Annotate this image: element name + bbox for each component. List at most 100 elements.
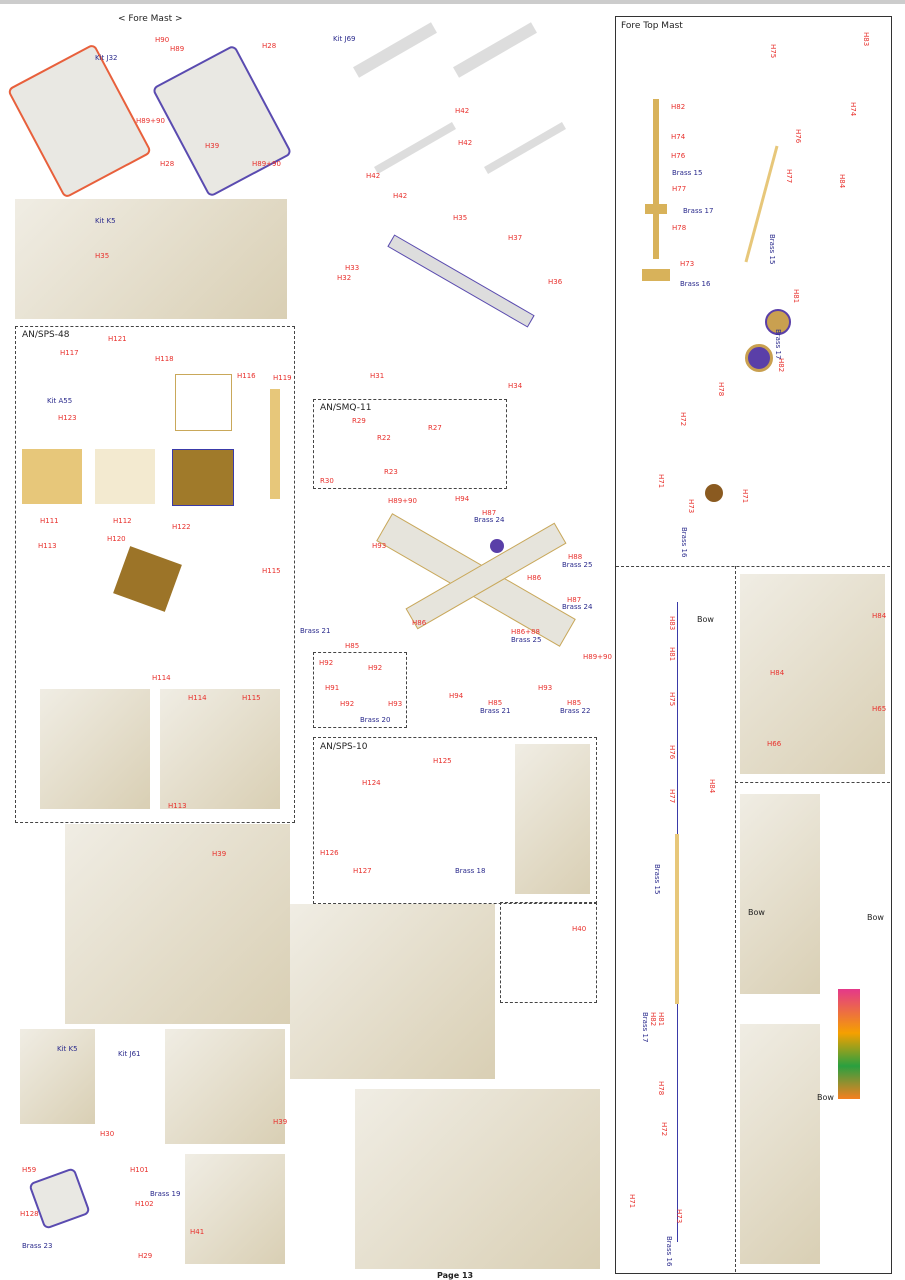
part-label: R23 [384, 468, 398, 476]
h111-panel [22, 449, 82, 504]
part-label: Brass 25 [562, 561, 593, 569]
part-label: H76 [668, 745, 676, 760]
part-label: H90 [155, 36, 170, 44]
part-label: H76 [671, 152, 686, 160]
part-label: H37 [508, 234, 523, 242]
kit-j32-plate [6, 43, 153, 199]
part-label: H93 [538, 684, 553, 692]
part-label: Brass 18 [455, 867, 486, 875]
part-label: H59 [22, 1166, 37, 1174]
part-label: Brass 21 [300, 627, 331, 635]
part-label: H92 [319, 659, 334, 667]
part-label: H42 [366, 172, 381, 180]
top-mast-photo-3 [740, 1024, 820, 1264]
part-label: H93 [372, 542, 387, 550]
part-label: H78 [657, 1081, 665, 1096]
fore-mast-title: < Fore Mast > [118, 14, 183, 24]
part-label: H113 [38, 542, 57, 550]
sps-48-photo [40, 689, 150, 809]
h119-strip [270, 389, 280, 499]
part-label: H83 [862, 32, 870, 47]
kit-j69-part [353, 22, 437, 78]
part-label: Kit A55 [47, 397, 73, 405]
mast-photo-2 [355, 1089, 600, 1269]
h112-panel [95, 449, 155, 504]
part-label: H74 [671, 133, 686, 141]
part-label: H42 [393, 192, 408, 200]
part-label: H39 [205, 142, 220, 150]
part-label: R29 [352, 417, 366, 425]
part-label: Brass 17 [683, 207, 714, 215]
part-label: H73 [687, 499, 695, 514]
part-label: Kit J61 [118, 1050, 141, 1058]
part-label: H32 [337, 274, 352, 282]
yardarm-assembly [387, 234, 535, 328]
brass-20-box [313, 652, 407, 728]
part-label: H86 [412, 619, 427, 627]
color-diagram [838, 989, 860, 1099]
part-label: H78 [672, 224, 687, 232]
part-label: H89+90 [252, 160, 281, 168]
part-label: H30 [100, 1130, 115, 1138]
mast-platform-photo [65, 824, 290, 1024]
part-label: H101 [130, 1166, 149, 1174]
part-label: Brass 16 [665, 1236, 673, 1267]
part-label: H39 [273, 1118, 288, 1126]
part-label: H35 [95, 252, 110, 260]
part-label: H87 [567, 596, 582, 604]
part-label: H76 [794, 129, 802, 144]
part-label: Brass 24 [562, 603, 593, 611]
part-label: H65 [872, 705, 887, 713]
part-label: Brass 15 [653, 864, 661, 895]
part-label: H72 [660, 1122, 668, 1137]
part-label: H128 [20, 1210, 39, 1218]
part-label: H91 [325, 684, 340, 692]
divider [616, 566, 890, 567]
part-label: H85 [488, 699, 503, 707]
part-label: H36 [548, 278, 563, 286]
part-label: H84 [708, 779, 716, 794]
divider [735, 566, 736, 1272]
part-label: H82 [649, 1012, 657, 1027]
top-mast [653, 99, 659, 259]
part-label: Kit K5 [57, 1045, 78, 1053]
sps-10-title: AN/SPS-10 [320, 742, 368, 752]
brass-17-disc [645, 204, 667, 214]
part-label: H39 [212, 850, 227, 858]
part-label: H94 [455, 495, 470, 503]
sps-48-box [15, 326, 295, 823]
part-label: H85 [567, 699, 582, 707]
part-label: H113 [168, 802, 187, 810]
part-label: Brass 16 [680, 527, 688, 558]
platform-plate [28, 1167, 91, 1230]
part-label: H78 [717, 382, 725, 397]
part-label: H121 [108, 335, 127, 343]
part-label: H114 [152, 674, 171, 682]
part-label: H73 [680, 260, 695, 268]
part-label: H29 [138, 1252, 153, 1260]
kit-j69-part [453, 22, 537, 78]
part-label: H82 [671, 103, 686, 111]
part-label: H86+88 [511, 628, 540, 636]
part-label: H77 [672, 185, 687, 193]
h73-disc [705, 484, 723, 502]
part-label: Brass 17 [641, 1012, 649, 1043]
sps-10-box [313, 737, 597, 904]
part-label: H117 [60, 349, 79, 357]
part-label: Brass 16 [680, 280, 711, 288]
part-label: Brass 17 [774, 329, 782, 360]
part-label: Brass 21 [480, 707, 511, 715]
smq-11-box [313, 399, 507, 489]
part-label: H127 [353, 867, 372, 875]
part-label: H84 [770, 669, 785, 677]
part-label: Brass 23 [22, 1242, 53, 1250]
part-label: H92 [340, 700, 355, 708]
part-label: H75 [769, 44, 777, 59]
top-mast-photo-2 [740, 794, 820, 994]
part-label: H112 [113, 517, 132, 525]
plate-assembly [151, 44, 293, 198]
part-label: H92 [368, 664, 383, 672]
h40-box [500, 902, 597, 1003]
h81-disc [765, 309, 791, 335]
